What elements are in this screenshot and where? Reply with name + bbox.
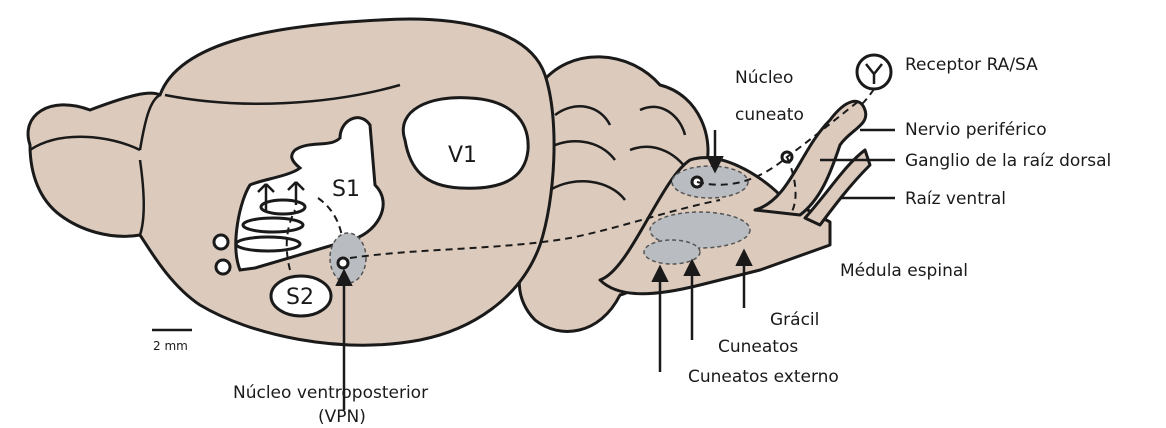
vpn-label-2: (VPN) bbox=[318, 407, 366, 427]
s1-label: S1 bbox=[332, 177, 360, 202]
s2-label: S2 bbox=[286, 285, 314, 310]
nervio-label: Nervio periférico bbox=[905, 120, 1047, 140]
external-cuneate-nucleus bbox=[644, 240, 700, 264]
ganglio-label: Ganglio de la raíz dorsal bbox=[905, 151, 1111, 171]
vpn-label-1: Núcleo ventroposterior bbox=[233, 383, 428, 403]
medula-label: Médula espinal bbox=[840, 261, 968, 281]
cuneatos-label: Cuneatos bbox=[718, 337, 798, 357]
cuneatos-externo-label: Cuneatos externo bbox=[688, 367, 839, 387]
gracil-label: Grácil bbox=[770, 310, 819, 330]
raiz-ventral-label: Raíz ventral bbox=[905, 189, 1006, 209]
receptor-label: Receptor RA/SA bbox=[905, 55, 1038, 75]
nucleo-cuneato-label-2: cuneato bbox=[735, 105, 804, 125]
vpn-nucleus bbox=[330, 233, 366, 283]
v1-label: V1 bbox=[448, 143, 477, 168]
nucleo-cuneato-label-1: Núcleo bbox=[735, 68, 793, 88]
vpn-neuron bbox=[338, 258, 348, 268]
scale-label: 2 mm bbox=[153, 339, 188, 353]
